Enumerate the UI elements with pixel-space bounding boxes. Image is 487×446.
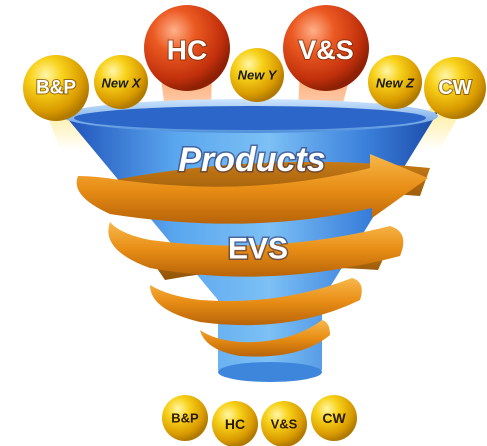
ball-cw-label: CW [438,77,471,99]
ball-hc-label: HC [167,35,207,66]
ball-vs: V&S [283,5,369,91]
bottom-ball-vs-label: V&S [271,417,298,432]
bottom-ball-hc: HC [212,401,258,446]
spiral-label: EVS [228,233,288,266]
ball-vs-label: V&S [298,35,354,65]
ball-new-z-label: New Z [376,76,415,91]
bottom-balls: B&P HC V&S CW [162,395,357,446]
funnel-label: Products [178,141,325,179]
ball-new-y-label: New Y [238,68,278,83]
bottom-ball-hc-label: HC [225,416,245,432]
bottom-ball-bp: B&P [162,395,208,441]
bottom-ball-bp-label: B&P [171,411,199,426]
ball-hc: HC [144,5,230,91]
ball-cw: CW [424,57,486,119]
spiral-ribbon [76,154,430,357]
bottom-ball-cw-label: CW [322,410,346,426]
ball-new-z: New Z [368,55,422,109]
ball-bp-label: B&P [36,78,76,99]
ball-new-x: New X [94,55,148,109]
ball-bp: B&P [23,55,89,121]
bottom-ball-vs: V&S [261,401,307,446]
ball-new-x-label: New X [101,76,141,91]
bottom-ball-cw: CW [311,395,357,441]
top-balls: B&P New X HC New Y V&S New Z CW [23,5,486,121]
ball-new-y: New Y [230,48,284,102]
